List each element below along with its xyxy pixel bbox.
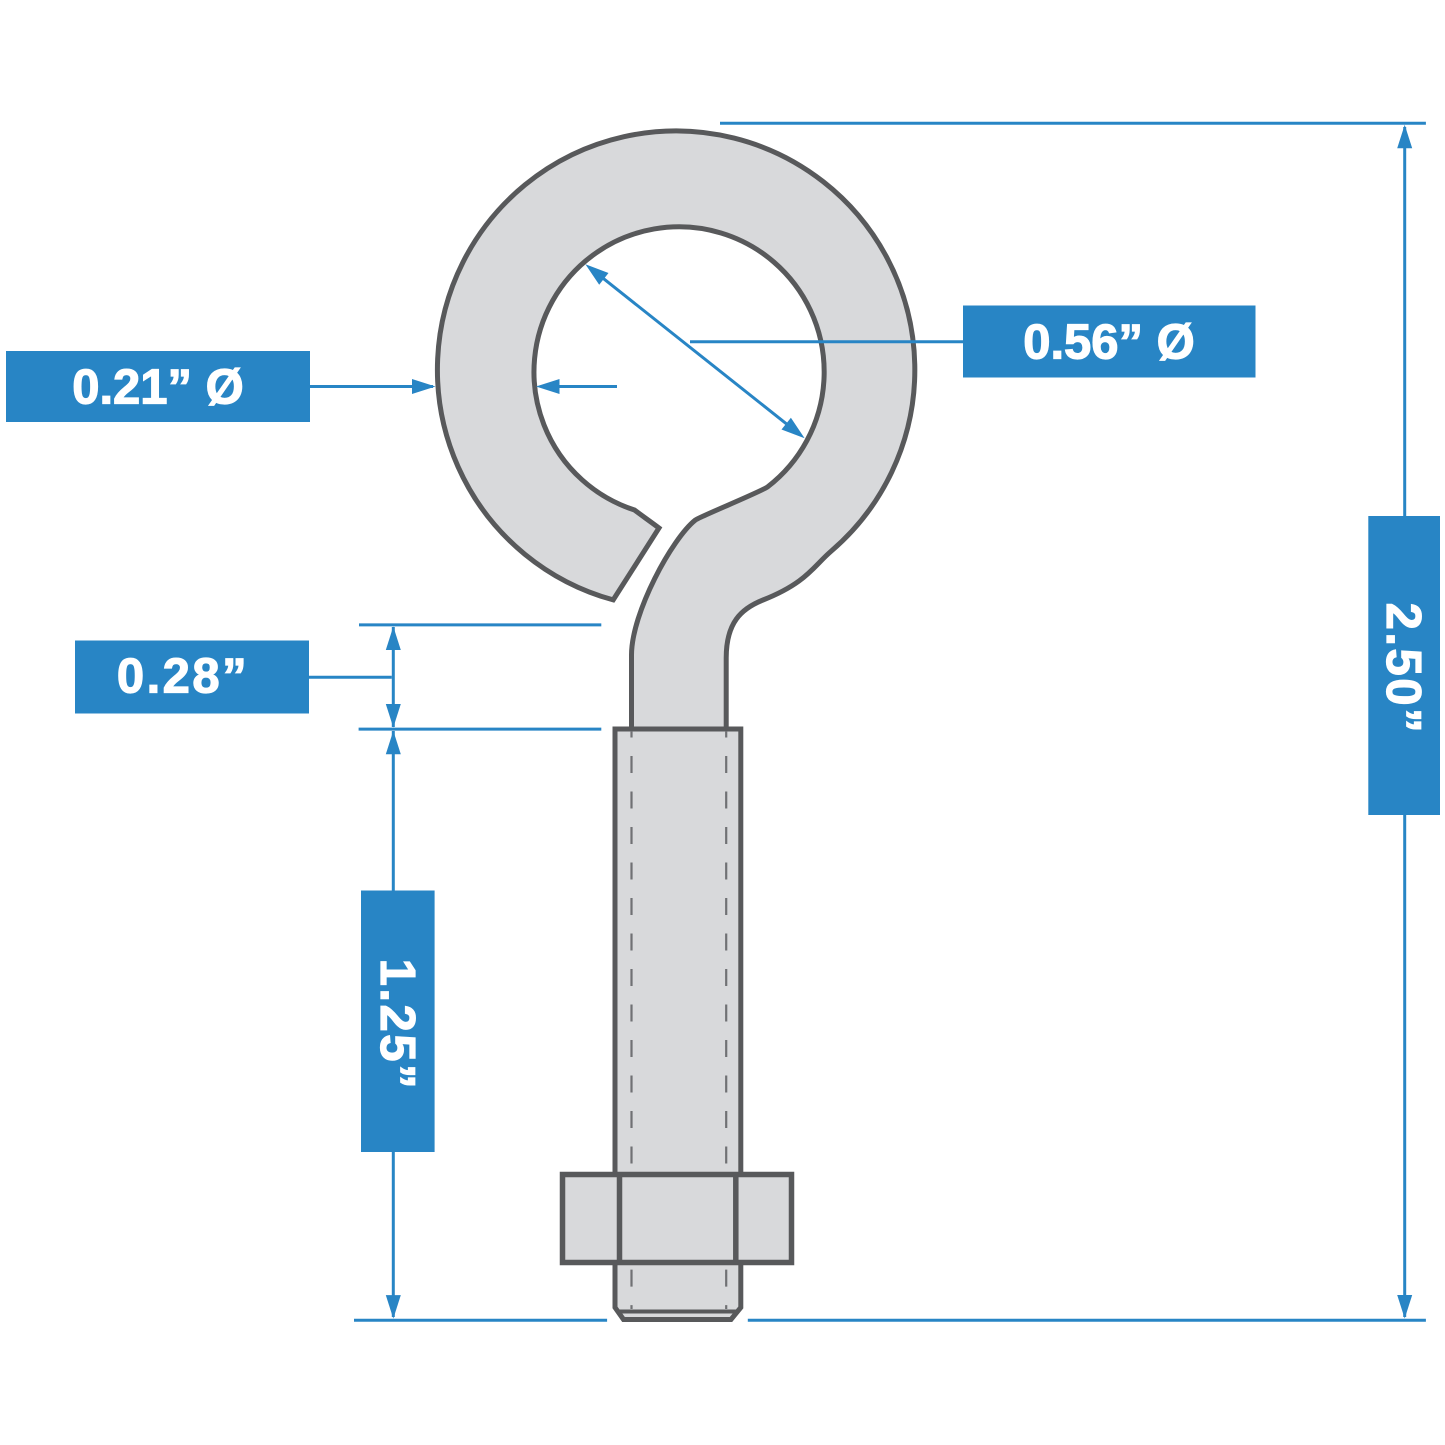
svg-text:0.56” Ø: 0.56” Ø	[1023, 316, 1195, 370]
svg-text:1.25”: 1.25”	[370, 959, 424, 1091]
svg-text:0.28”: 0.28”	[117, 650, 249, 704]
svg-text:0.21” Ø: 0.21” Ø	[72, 361, 244, 415]
svg-text:2.50”: 2.50”	[1376, 603, 1430, 735]
